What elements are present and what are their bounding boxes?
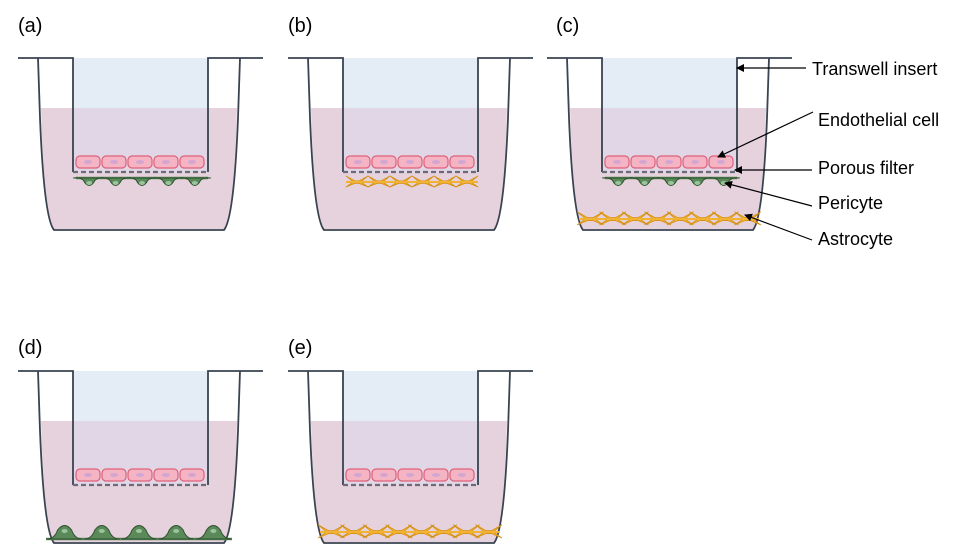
pericyte-label: Pericyte [818,193,883,213]
endothelial-nucleus [188,160,196,164]
transwell-insert [288,57,533,172]
astrocyte-label: Astrocyte [818,229,893,249]
pericyte-nucleus [641,181,648,185]
panel-c [547,57,792,231]
endothelial-nucleus [110,473,118,477]
endothelial-nucleus [136,160,144,164]
transwell-insert [18,57,263,172]
endothelial-nucleus [432,160,440,164]
endothelial-nucleus [613,160,621,164]
astrocyte-arrow [744,213,813,241]
panel-a [18,57,263,231]
endothelial-nucleus [354,160,362,164]
endothelial-nucleus [406,473,414,477]
endothelial-nucleus [380,160,388,164]
transwell-insert [288,370,533,485]
panel-label: (c) [556,15,579,37]
pericyte-nucleus [173,529,180,533]
pericyte-nucleus [210,529,217,533]
panel-label: (a) [18,15,42,37]
endothelial-nucleus [639,160,647,164]
panel-e [288,370,533,544]
pericyte-nucleus [615,181,622,185]
pericyte-nucleus [694,181,701,185]
well-outline [307,57,511,231]
endothelial-nucleus [691,160,699,164]
transwell-label: Transwell insert [812,59,937,79]
well-outline [307,370,511,544]
endothelial-nucleus [380,473,388,477]
pericyte-nucleus [139,181,145,185]
endothelial-nucleus [84,160,92,164]
endothelial-label: Endothelial cell [818,110,939,130]
endothelial-nucleus [162,160,170,164]
endothelial-nucleus [717,160,725,164]
pericyte-arrow [724,180,813,207]
panel-label: (e) [288,337,312,359]
endothelial-nucleus [458,473,466,477]
endothelial-nucleus [665,160,673,164]
pericyte-nucleus [191,181,198,185]
endothelial-arrow [717,111,814,158]
pericyte-nucleus [61,529,68,533]
panel-d [18,370,263,544]
pericyte-nucleus [98,529,105,533]
well-outline [37,370,241,544]
well-outline [566,57,770,231]
pericyte-nucleus [165,181,172,185]
panel-label: (b) [288,15,312,37]
endothelial-nucleus [84,473,92,477]
endothelial-nucleus [110,160,118,164]
well-outline [37,57,241,231]
endothelial-nucleus [162,473,170,477]
transwell-insert [18,370,263,485]
pericyte-nucleus [86,181,93,185]
endothelial-nucleus [136,473,144,477]
panel-label: (d) [18,337,42,359]
transwell-insert [547,57,792,172]
pericyte-nucleus [112,181,119,185]
endothelial-nucleus [188,473,196,477]
filter-label: Porous filter [818,158,914,178]
pericyte-nucleus [668,181,674,185]
endothelial-nucleus [432,473,440,477]
panel-b [288,57,533,231]
endothelial-nucleus [354,473,362,477]
pericyte-nucleus [136,529,142,533]
endothelial-nucleus [458,160,466,164]
endothelial-nucleus [406,160,414,164]
